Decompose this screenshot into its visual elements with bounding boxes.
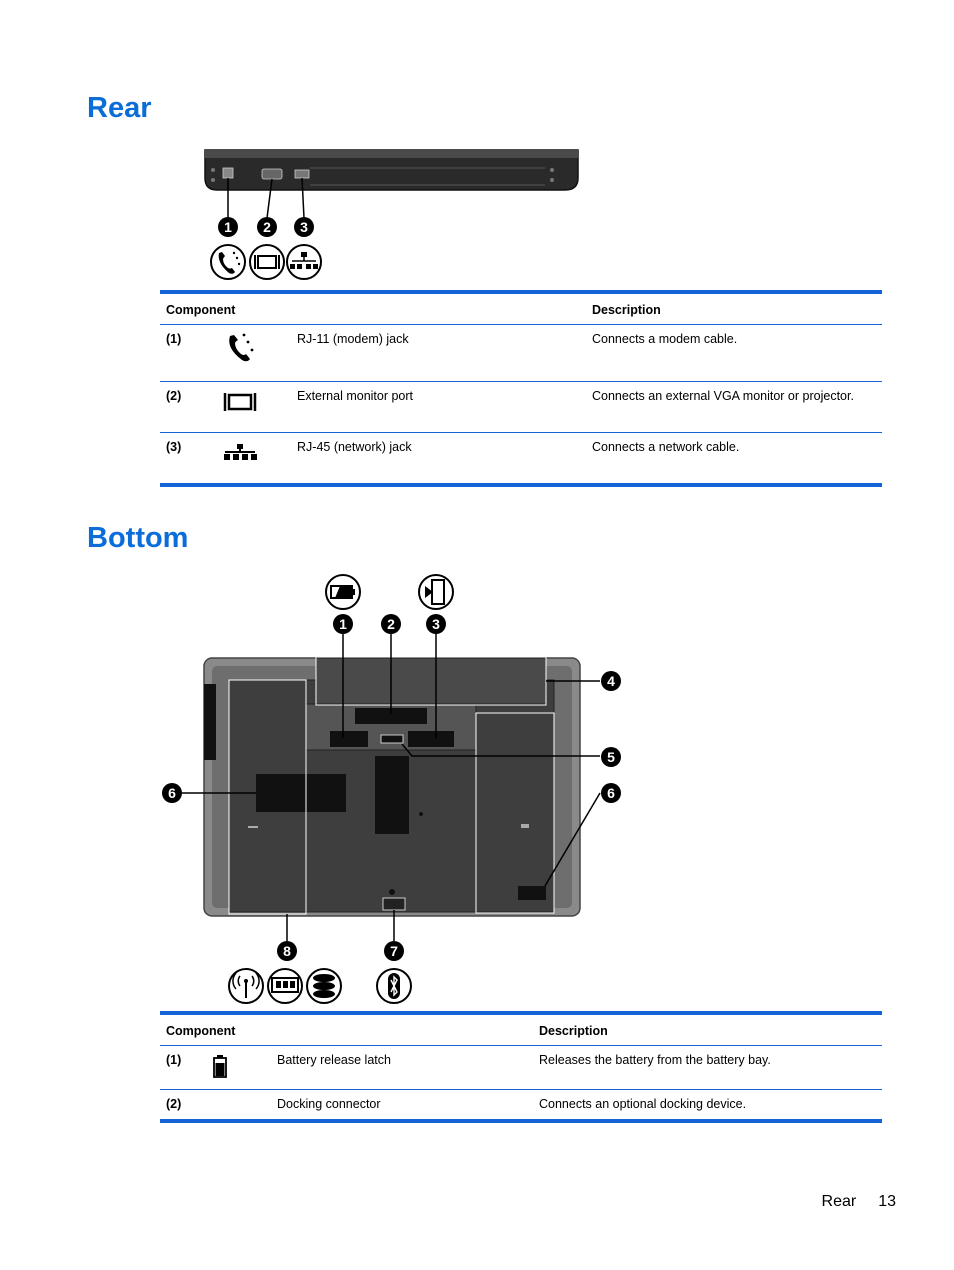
component-description: Connects a modem cable. <box>586 324 882 382</box>
description-header: Description <box>533 1011 882 1046</box>
component-description: Connects an optional docking device. <box>533 1089 882 1123</box>
monitor-port-icon <box>216 381 291 433</box>
table-row: (1) RJ-11 (modem) jack Connects a modem … <box>160 324 882 382</box>
svg-text:1: 1 <box>224 219 232 235</box>
table-row: (1) Battery release latch Releases the b… <box>160 1045 882 1090</box>
row-number: (2) <box>160 1089 204 1123</box>
svg-text:4: 4 <box>607 673 615 689</box>
bottom-components-table: Component Description (1) Battery releas… <box>160 1011 882 1123</box>
bottom-callout-1: 1 <box>333 614 353 634</box>
bottom-callout-8: 8 <box>277 941 297 961</box>
component-header: Component <box>160 290 586 325</box>
rear-laptop-figure: 1 2 3 <box>204 149 579 280</box>
rear-callout-2: 2 <box>257 217 277 237</box>
phone-modem-icon <box>210 244 246 280</box>
section-heading-bottom: Bottom <box>87 522 189 554</box>
row-number: (1) <box>160 1045 204 1090</box>
component-name: RJ-45 (network) jack <box>291 432 586 487</box>
bottom-laptop-figure: 1 2 3 4 5 6 6 7 8 <box>162 574 621 1004</box>
component-description: Connects a network cable. <box>586 432 882 487</box>
page-number: 13 <box>878 1193 896 1210</box>
svg-text:8: 8 <box>283 943 291 959</box>
svg-text:6: 6 <box>607 785 615 801</box>
svg-text:5: 5 <box>607 749 615 765</box>
svg-text:2: 2 <box>263 219 271 235</box>
component-name: External monitor port <box>291 381 586 433</box>
battery-icon <box>204 1045 271 1090</box>
table-row: (2) Docking connector Connects an option… <box>160 1089 882 1123</box>
component-description: Releases the battery from the battery ba… <box>533 1045 882 1090</box>
svg-text:2: 2 <box>387 616 395 632</box>
svg-text:1: 1 <box>339 616 347 632</box>
row-number: (3) <box>160 432 216 487</box>
monitor-port-icon <box>249 244 285 280</box>
docking-icon <box>418 574 454 610</box>
network-icon <box>216 432 291 487</box>
description-header: Description <box>586 290 882 325</box>
svg-text:3: 3 <box>432 616 440 632</box>
rear-components-table: Component Description (1) RJ-11 (modem) … <box>160 290 882 487</box>
svg-text:7: 7 <box>390 943 398 959</box>
network-icon <box>286 244 322 280</box>
page-footer: Rear 13 <box>822 1193 896 1211</box>
rear-callout-3: 3 <box>294 217 314 237</box>
component-header: Component <box>160 1011 533 1046</box>
component-name: Docking connector <box>271 1089 533 1123</box>
component-description: Connects an external VGA monitor or proj… <box>586 381 882 433</box>
phone-modem-icon <box>216 324 291 382</box>
empty-icon-cell <box>204 1089 271 1123</box>
bottom-callout-6-left: 6 <box>162 783 182 803</box>
svg-text:6: 6 <box>168 785 176 801</box>
table-header-row: Component Description <box>160 290 882 325</box>
table-row: (2) External monitor port Connects an ex… <box>160 381 882 433</box>
wireless-icon <box>228 968 264 1004</box>
bottom-callout-3: 3 <box>426 614 446 634</box>
section-heading-rear: Rear <box>87 92 152 124</box>
component-name: Battery release latch <box>271 1045 533 1090</box>
rear-callout-1: 1 <box>218 217 238 237</box>
svg-text:3: 3 <box>300 219 308 235</box>
drive-icon <box>306 968 342 1004</box>
bottom-callout-6-right: 6 <box>601 783 621 803</box>
table-header-row: Component Description <box>160 1011 882 1046</box>
component-name: RJ-11 (modem) jack <box>291 324 586 382</box>
table-row: (3) RJ-45 (network) jack Connects a netw… <box>160 432 882 487</box>
bottom-callout-2: 2 <box>381 614 401 634</box>
footer-section-name: Rear <box>821 1193 857 1210</box>
bluetooth-icon <box>376 968 412 1004</box>
bottom-callout-5: 5 <box>601 747 621 767</box>
row-number: (2) <box>160 381 216 433</box>
bottom-callout-4: 4 <box>601 671 621 691</box>
battery-icon <box>325 574 361 610</box>
bottom-callout-7: 7 <box>384 941 404 961</box>
row-number: (1) <box>160 324 216 382</box>
memory-icon <box>267 968 303 1004</box>
